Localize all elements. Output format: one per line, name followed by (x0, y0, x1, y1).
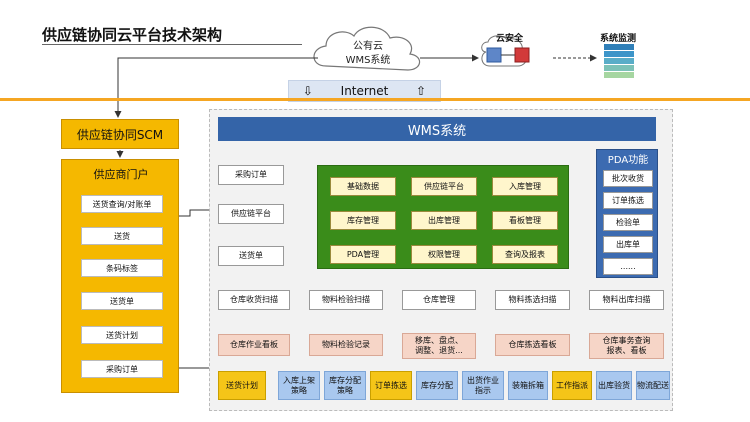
core-module: 查询及报表 (492, 245, 558, 264)
core-module: PDA管理 (330, 245, 396, 264)
strategy-chip: 出库验货 (596, 371, 632, 400)
chip-line1: 装箱拆箱 (512, 380, 544, 390)
core-module: 入库管理 (492, 177, 558, 196)
core-module: 权限管理 (411, 245, 477, 264)
core-modules-panel: 基础数据 供应链平台 入库管理 库存管理 出库管理 看板管理 PDA管理 权限管… (317, 165, 569, 269)
divider-line (0, 98, 750, 101)
output-line2: 调整、退货... (415, 346, 463, 355)
output-box: 仓库事务查询报表、看板 (589, 333, 664, 359)
core-module: 供应链平台 (411, 177, 477, 196)
portal-item: 送货 (81, 227, 163, 245)
system-monitor-icon (604, 44, 634, 78)
cloud-label: 公有云 WMS系统 (338, 40, 398, 68)
chip-line1: 入库上架 (283, 375, 315, 385)
chip-line1: 库存分配 (421, 380, 453, 390)
strategy-chip: 库存分配策略 (324, 371, 366, 400)
pda-title: PDA功能 (607, 155, 649, 166)
portal-item: 送货单 (81, 292, 163, 310)
wms-title-bar: WMS系统 (218, 117, 656, 141)
process-step: 仓库收货扫描 (218, 290, 290, 310)
internet-bar: ⇩ Internet ⇧ (288, 80, 441, 102)
cloud-security-label: 云安全 (496, 34, 524, 44)
cloud-line1: 公有云 (353, 41, 383, 52)
strategy-chip: 装箱拆箱 (508, 371, 548, 400)
internet-label: Internet (340, 84, 389, 98)
arrow-down-icon: ⇩ (302, 84, 313, 98)
process-step: 物料检验扫描 (309, 290, 383, 310)
output-box: 移库、盘点、调整、退货... (402, 333, 476, 359)
scm-box: 供应链协同SCM (61, 119, 179, 149)
pda-item: 批次收货 (603, 170, 653, 187)
chip-line1: 出货作业 (467, 375, 499, 385)
strategy-chip: 工作指派 (552, 371, 592, 400)
output-box: 物料检验记录 (309, 334, 383, 356)
core-module: 出库管理 (411, 211, 477, 230)
supplier-portal: 供应商门户 送货查询/对账单 送货 条码标签 送货单 送货计划 采购订单 (61, 159, 179, 393)
left-column-box: 供应链平台 (218, 204, 284, 224)
page-title: 供应链协同云平台技术架构 (42, 26, 223, 44)
chip-line1: 订单拣选 (375, 380, 407, 390)
left-column-box: 送货单 (218, 246, 284, 266)
pda-item: 出库单 (603, 236, 653, 253)
pda-panel: PDA功能 批次收货 订单拣选 检验单 出库单 ...... (596, 149, 658, 278)
strategy-chip: 送货计划 (218, 371, 266, 400)
core-module: 看板管理 (492, 211, 558, 230)
core-module: 库存管理 (330, 211, 396, 230)
output-box: 仓库作业看板 (218, 334, 290, 356)
cloud-shape (313, 26, 421, 71)
cloud-line2: WMS系统 (345, 55, 391, 66)
output-line1: 物料检验记录 (322, 340, 370, 349)
pda-item: 检验单 (603, 214, 653, 231)
chip-line1: 送货计划 (226, 380, 258, 390)
output-line1: 仓库事务查询 (602, 336, 651, 345)
core-module: 基础数据 (330, 177, 396, 196)
output-line1: 仓库拣选看板 (508, 340, 557, 349)
portal-item: 送货计划 (81, 326, 163, 344)
portal-item: 条码标签 (81, 259, 163, 277)
output-line1: 移库、盘点、 (415, 336, 463, 345)
process-step: 仓库管理 (402, 290, 476, 310)
process-step: 物料拣选扫描 (495, 290, 570, 310)
chip-line2: 指示 (475, 385, 491, 395)
left-column-box: 采购订单 (218, 165, 284, 185)
arrow-up-icon: ⇧ (416, 84, 427, 98)
strategy-chip: 库存分配 (416, 371, 458, 400)
supplier-portal-title: 供应商门户 (93, 168, 149, 181)
pda-item: 订单拣选 (603, 192, 653, 209)
chip-line2: 策略 (337, 385, 353, 395)
strategy-chip: 物流配送 (636, 371, 670, 400)
chip-line1: 库存分配 (329, 375, 361, 385)
pda-item: ...... (603, 258, 653, 275)
strategy-chip: 订单拣选 (370, 371, 412, 400)
chip-line2: 策略 (291, 385, 307, 395)
strategy-chip: 入库上架策略 (278, 371, 320, 400)
output-line1: 仓库作业看板 (230, 340, 278, 349)
chip-line1: 物流配送 (637, 380, 669, 390)
output-line2: 报表、看板 (606, 346, 647, 355)
system-monitor-label: 系统监测 (600, 34, 637, 44)
chip-line1: 工作指派 (556, 380, 588, 390)
strategy-chip: 出货作业指示 (462, 371, 504, 400)
output-box: 仓库拣选看板 (495, 334, 570, 356)
title-underline (42, 44, 302, 45)
portal-item: 送货查询/对账单 (81, 195, 163, 213)
chip-line1: 出库验货 (598, 380, 630, 390)
portal-item: 采购订单 (81, 360, 163, 378)
process-step: 物料出库扫描 (589, 290, 664, 310)
cloud-security-icon (481, 35, 530, 67)
